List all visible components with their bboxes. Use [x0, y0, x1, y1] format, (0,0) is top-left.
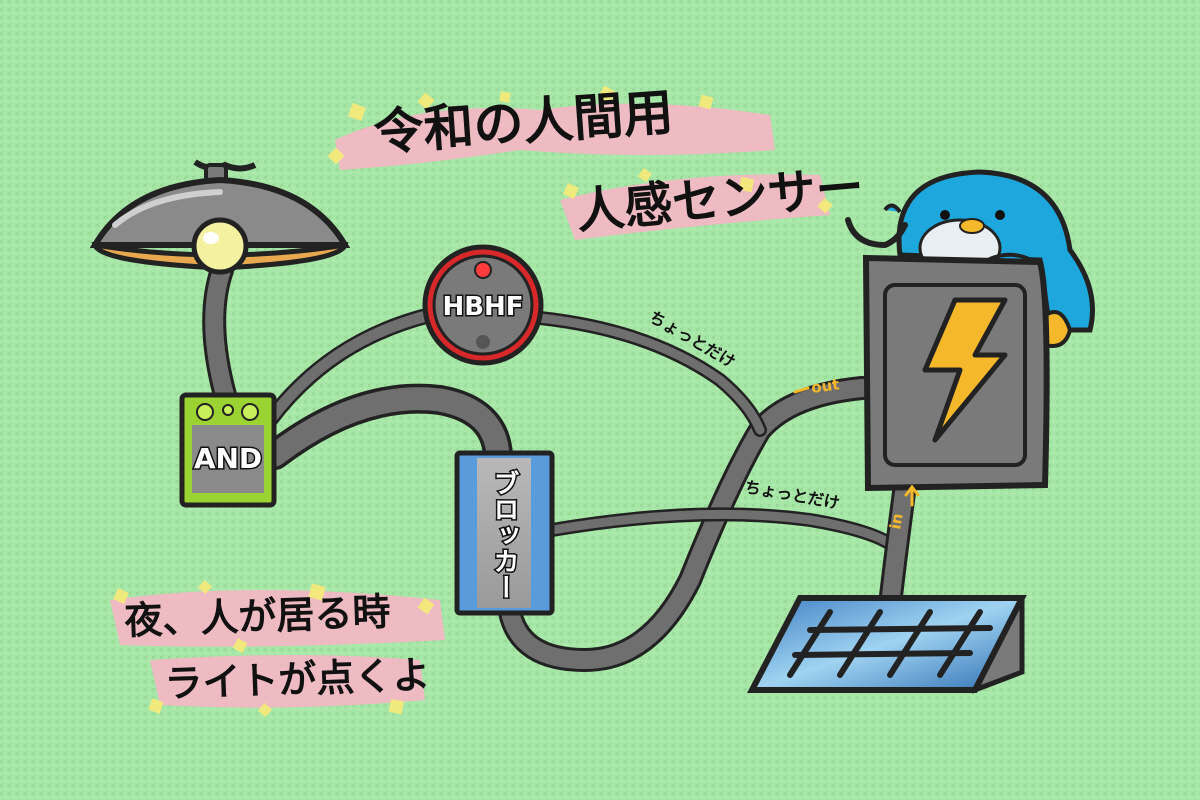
out-arrow: out: [793, 375, 840, 397]
lightning-bolt-icon: [922, 297, 1008, 443]
battery: [862, 254, 1050, 492]
hbhf-label: HBHF: [442, 292, 523, 322]
caption-line-1: 夜、人が居る時: [123, 590, 391, 643]
hbhf-sensor: HBHF: [422, 244, 544, 366]
title-highlight: [327, 85, 833, 240]
caption-highlight: [110, 579, 445, 718]
blocker: ブロッカー: [454, 450, 555, 616]
out-label: out: [810, 375, 840, 397]
in-label: in: [886, 512, 906, 531]
and-gate: AND: [179, 392, 277, 508]
caption-line-2: ライトが点くよ: [164, 653, 431, 706]
wires: [202, 258, 917, 673]
ceiling-lamp-icon: [89, 159, 351, 275]
solar-panel-icon: [747, 595, 1027, 694]
and-gate-label: AND: [194, 442, 262, 475]
in-arrow: in: [886, 484, 920, 531]
blocker-label: ブロッカー: [489, 469, 519, 600]
